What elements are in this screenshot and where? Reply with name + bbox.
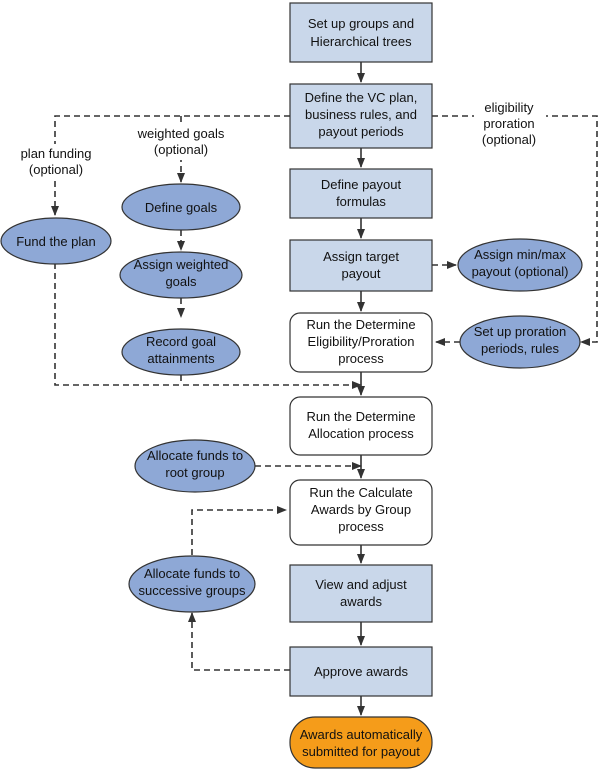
run-calculate-line-1: Run the Calculate bbox=[309, 485, 412, 500]
svg-text:plan funding(optional): plan funding(optional) bbox=[21, 146, 92, 177]
optional-assign-weighted-goals: Assign weighted goals bbox=[119, 251, 243, 299]
define-goals-label: Define goals bbox=[145, 200, 218, 215]
define-payout-formulas-line-1: Define payout bbox=[321, 177, 402, 192]
setup-proration-line-2: periods, rules bbox=[481, 341, 560, 356]
run-calculate-line-3: process bbox=[338, 519, 384, 534]
assign-weighted-goals-line-2: goals bbox=[165, 274, 197, 289]
assign-target-payout-line-1: Assign target bbox=[323, 249, 399, 264]
eligibility-line-1: eligibility bbox=[484, 100, 534, 115]
optional-allocate-root-group: Allocate funds to root group bbox=[134, 439, 256, 493]
approve-awards-label: Approve awards bbox=[314, 664, 408, 679]
weighted-goals-line-1: weighted goals bbox=[137, 126, 225, 141]
svg-text:weighted goals(optional): weighted goals(optional) bbox=[137, 126, 225, 157]
optional-define-goals: Define goals bbox=[121, 183, 241, 231]
assign-min-max-line-1: Assign min/max bbox=[474, 247, 566, 262]
optional-fund-the-plan: Fund the plan bbox=[0, 217, 112, 265]
allocate-successive-line-2: successive groups bbox=[139, 583, 246, 598]
process-view-adjust-awards: View and adjust awards bbox=[289, 564, 433, 623]
define-payout-formulas-line-2: formulas bbox=[336, 194, 386, 209]
setup-groups-line-1: Set up groups and bbox=[308, 16, 414, 31]
dashed-successive-to-calculate bbox=[191, 506, 287, 555]
terminal-awards-submitted: Awards automatically submitted for payout bbox=[289, 716, 433, 769]
plan-funding-line-2: (optional) bbox=[29, 162, 83, 177]
weighted-goals-line-2: (optional) bbox=[154, 142, 208, 157]
record-goal-line-1: Record goal bbox=[146, 334, 216, 349]
assign-weighted-goals-line-1: Assign weighted bbox=[134, 257, 229, 272]
plan-funding-line-1: plan funding bbox=[21, 146, 92, 161]
edge-label-weighted-goals: weighted goals(optional) bbox=[136, 124, 228, 160]
optional-allocate-successive-groups: Allocate funds to successive groups bbox=[128, 555, 256, 613]
view-adjust-line-2: awards bbox=[340, 594, 382, 609]
optional-assign-min-max-payout: Assign min/max payout (optional) bbox=[457, 238, 583, 292]
run-calculate-line-2: Awards by Group bbox=[311, 502, 411, 517]
fund-the-plan-label: Fund the plan bbox=[16, 234, 96, 249]
dashed-approve-to-successive bbox=[188, 612, 290, 671]
process-define-vc-plan: Define the VC plan, business rules, and pa… bbox=[289, 83, 433, 149]
process-define-payout-formulas: Define payout formulas bbox=[289, 168, 433, 219]
eligibility-line-3: (optional) bbox=[482, 132, 536, 147]
define-vc-plan-line-2: business rules, and bbox=[305, 107, 417, 122]
assign-min-max-line-2: payout (optional) bbox=[472, 264, 569, 279]
edge-label-plan-funding: plan funding(optional) bbox=[14, 144, 98, 180]
dashed-plan-funding-path bbox=[51, 115, 290, 216]
svg-text:Define the VC plan,business ru: Define the VC plan, business rules, and pa… bbox=[305, 90, 418, 139]
view-adjust-line-1: View and adjust bbox=[315, 577, 407, 592]
svg-text:Define goals: Define goals bbox=[145, 200, 218, 215]
run-eligibility-line-1: Run the Determine bbox=[306, 317, 415, 332]
awards-submitted-line-1: Awards automatically bbox=[300, 727, 423, 742]
run-allocation-line-2: Allocation process bbox=[308, 426, 414, 441]
allocate-successive-line-1: Allocate funds to bbox=[144, 566, 240, 581]
dashed-fund-to-allocation bbox=[54, 263, 362, 389]
optional-setup-proration-periods: Set up proration periods, rules bbox=[459, 315, 581, 369]
run-eligibility-line-3: process bbox=[338, 351, 384, 366]
define-vc-plan-line-1: Define the VC plan, bbox=[305, 90, 418, 105]
svg-text:Fund the plan: Fund the plan bbox=[16, 234, 96, 249]
process-approve-awards: Approve awards bbox=[289, 646, 433, 697]
define-vc-plan-line-3: payout periods bbox=[318, 124, 404, 139]
record-goal-line-2: attainments bbox=[147, 351, 215, 366]
process-assign-target-payout: Assign target payout bbox=[289, 239, 433, 292]
setup-proration-line-1: Set up proration bbox=[474, 324, 567, 339]
setup-groups-line-2: Hierarchical trees bbox=[310, 34, 412, 49]
assign-target-payout-line-2: payout bbox=[341, 266, 380, 281]
run-allocation-line-1: Run the Determine bbox=[306, 409, 415, 424]
run-eligibility-line-2: Eligibility/Proration bbox=[308, 334, 415, 349]
eligibility-line-2: proration bbox=[483, 116, 534, 131]
allocate-root-line-1: Allocate funds to bbox=[147, 448, 243, 463]
allocate-root-line-2: root group bbox=[165, 465, 224, 480]
svg-text:Approve awards: Approve awards bbox=[314, 664, 408, 679]
awards-submitted-line-2: submitted for payout bbox=[302, 744, 420, 759]
optional-record-goal-attainments: Record goal attainments bbox=[121, 328, 241, 376]
